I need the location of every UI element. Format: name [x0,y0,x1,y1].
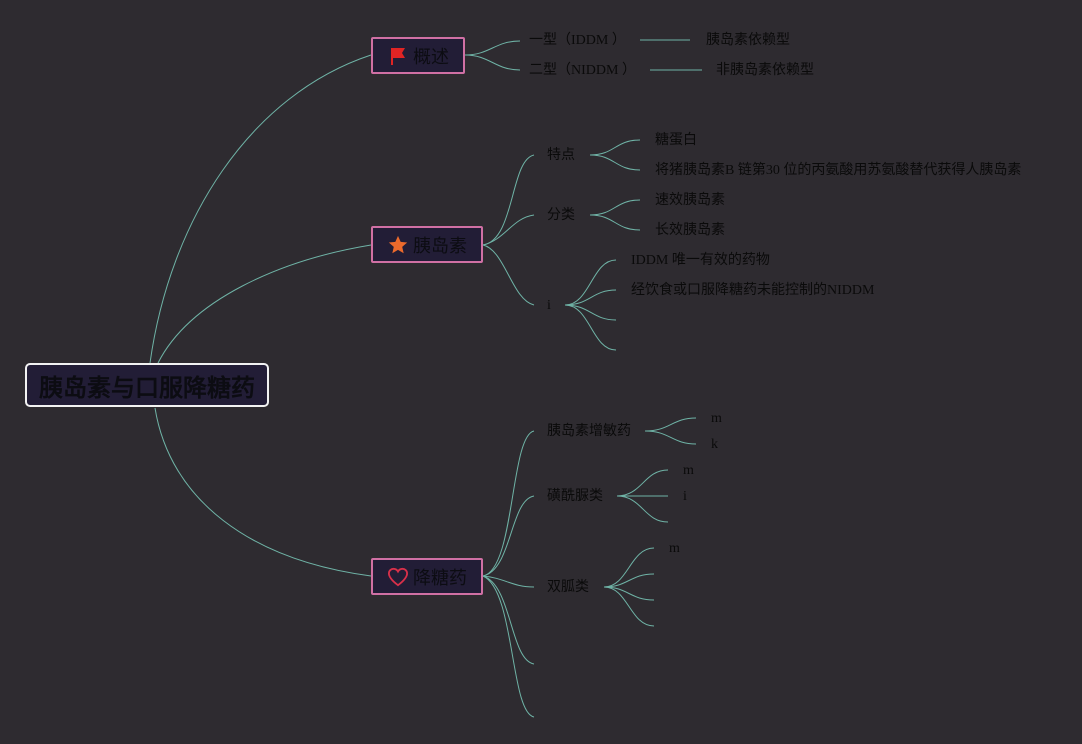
node-sulfonylureas-item-1[interactable]: m [683,463,694,478]
node-sulfonylureas[interactable]: 磺酰脲类 [547,489,603,504]
branch-hypoglycemics[interactable]: 降糖药 [371,558,483,595]
connector-indications-4 [564,304,617,351]
node-sensitizers[interactable]: 胰岛素增敏药 [547,424,631,439]
connector-features-2 [589,154,641,171]
connector-insulin-classification [482,214,535,246]
node-indications[interactable]: i [547,298,551,313]
connector-root-insulin [157,244,372,364]
node-type1-desc[interactable]: 胰岛素依赖型 [706,33,790,48]
connector-insulin-features [482,154,535,246]
connector-indications-1 [564,259,617,306]
node-sulfonylureas-item-2[interactable]: i [683,489,687,504]
node-indications-item-1[interactable]: IDDM 唯一有效的药物 [631,253,770,268]
connector-sulfonylureas-3 [616,495,669,523]
connector-hypo-empty2 [482,575,535,718]
node-features[interactable]: 特点 [547,148,575,163]
connector-indications-3 [564,304,617,321]
node-features-item-2[interactable]: 将猪胰岛素B 链第30 位的丙氨酸用苏氨酸替代获得人胰岛素 [655,163,1022,178]
connector-hypo-sulfonylureas [482,495,535,577]
connector-classification-2 [589,214,641,231]
branch-insulin[interactable]: 胰岛素 [371,226,483,263]
branch-overview[interactable]: 概述 [371,37,465,74]
node-features-item-1[interactable]: 糖蛋白 [655,133,697,148]
node-sensitizers-item-1[interactable]: m [711,411,722,426]
connector-hypo-sensitizers [482,430,535,577]
node-type2-desc[interactable]: 非胰岛素依赖型 [716,63,814,78]
root-label: 胰岛素与口服降糖药 [39,374,255,402]
connector-sensitizers-1 [644,417,697,432]
red-heart-outline-icon [387,566,409,588]
node-type1[interactable]: 一型（IDDM ） [529,33,626,48]
connector-classification-1 [589,199,641,216]
connector-biguanides-1 [603,547,655,588]
connector-hypo-biguanides [482,575,535,588]
connector-root-hypoglycemics [154,407,372,577]
connector-overview-type2 [464,54,521,71]
orange-star-icon [387,234,409,256]
node-biguanides[interactable]: 双胍类 [547,580,589,595]
node-type2[interactable]: 二型（NIDDM ） [529,63,636,78]
connector-hypo-empty1 [482,575,535,665]
connector-insulin-indications [482,244,535,306]
connector-sulfonylureas-1 [616,469,669,497]
node-sensitizers-item-2[interactable]: k [711,437,718,452]
connector-sensitizers-2 [644,430,697,445]
red-flag-icon [387,45,409,67]
connector-biguanides-4 [603,586,655,627]
node-classification[interactable]: 分类 [547,208,575,223]
node-classification-item-1[interactable]: 速效胰岛素 [655,193,725,208]
connector-overview-type1 [464,40,521,56]
connector-biguanides-2 [603,573,655,588]
node-indications-item-2[interactable]: 经饮食或口服降糖药未能控制的NIDDM [631,283,875,298]
connector-root-overview [149,54,372,364]
connector-indications-2 [564,289,617,306]
node-biguanides-item-1[interactable]: m [669,541,680,556]
node-classification-item-2[interactable]: 长效胰岛素 [655,223,725,238]
connector-features-1 [589,139,641,156]
branch-insulin-label: 胰岛素 [413,235,467,256]
branch-hypoglycemics-label: 降糖药 [413,567,467,588]
root-node[interactable]: 胰岛素与口服降糖药 [25,363,269,407]
branch-overview-label: 概述 [413,46,449,67]
